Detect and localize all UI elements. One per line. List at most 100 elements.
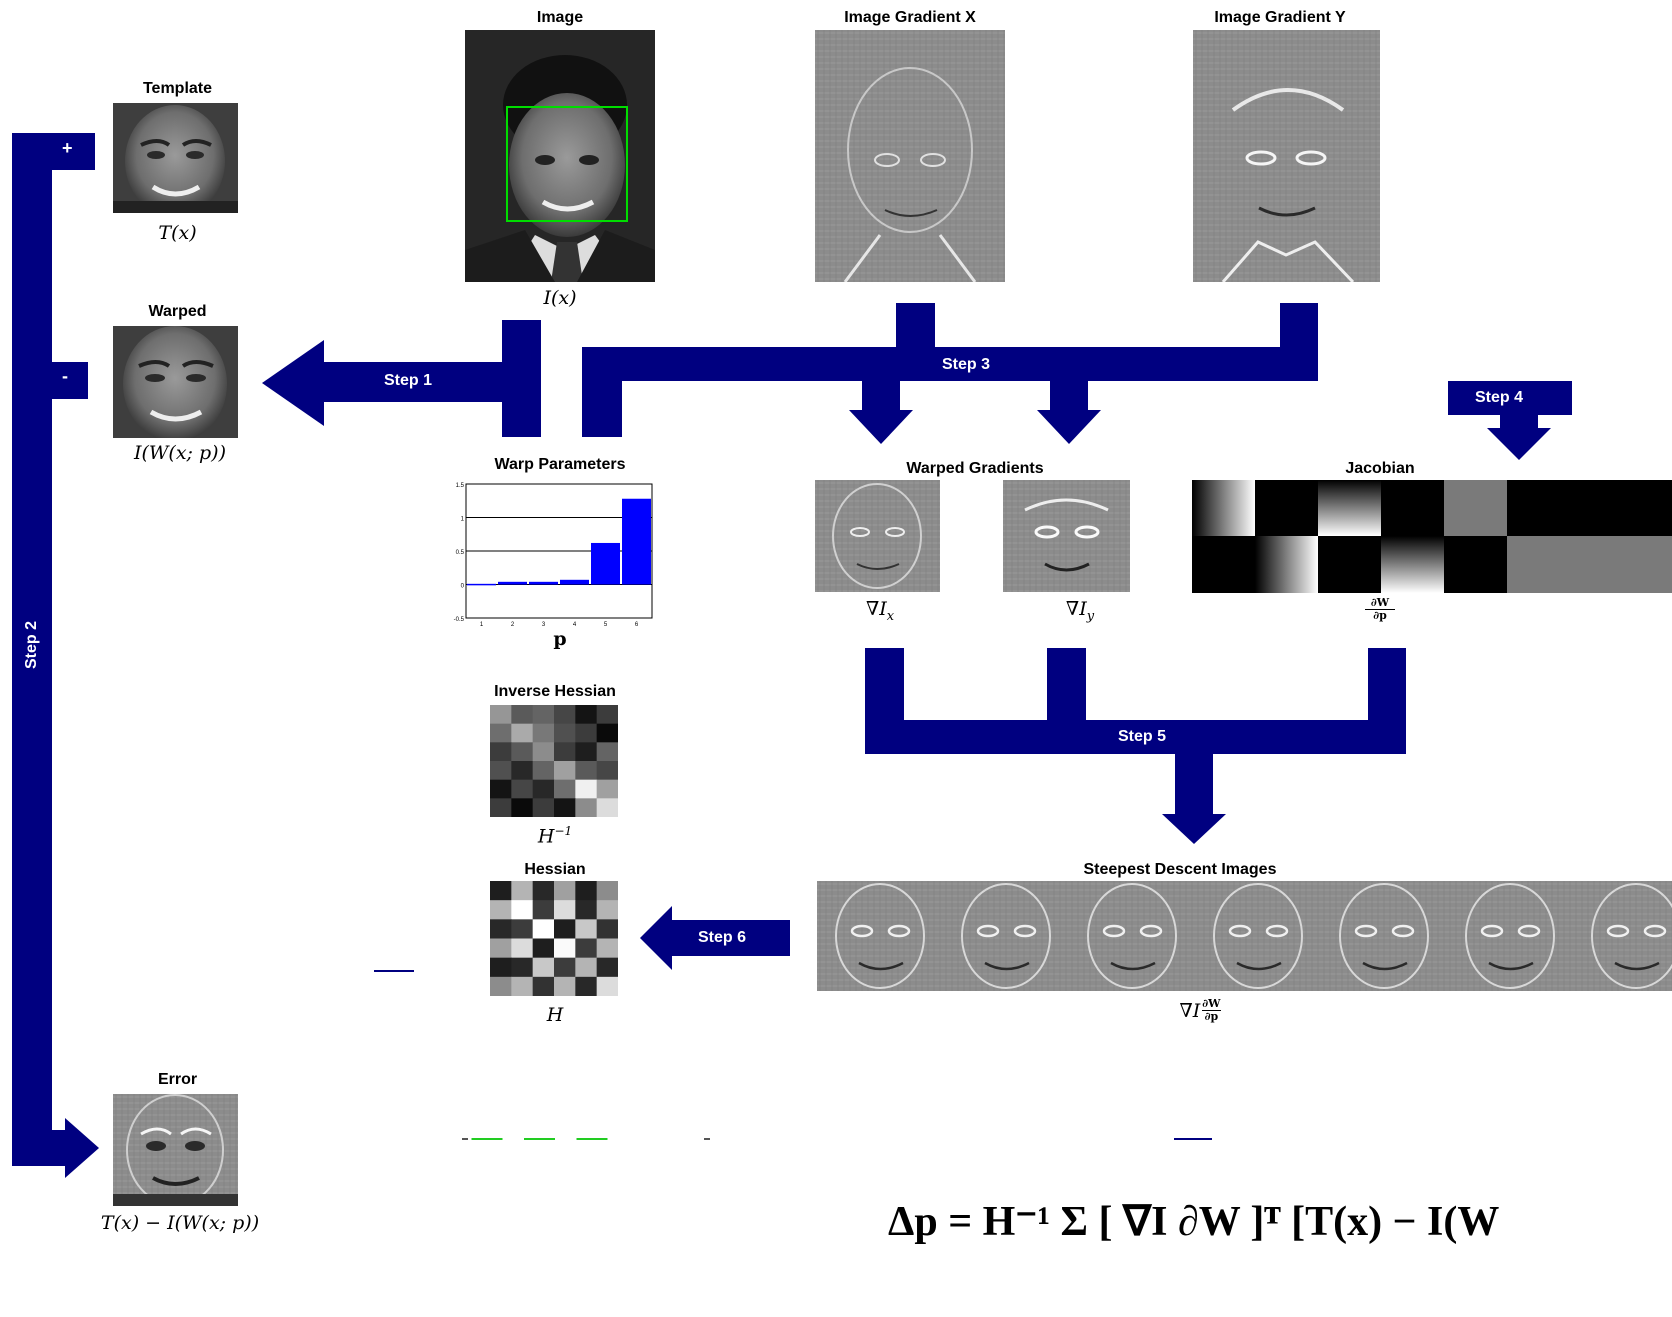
step1-arrow-head [262,340,324,426]
gradient-x-title: Image Gradient X [844,9,976,26]
inverse-hessian-cell [490,779,512,799]
chart-bar [591,542,620,585]
hessian-cell [532,938,555,959]
steepest-descent-tile [817,881,943,991]
chart-ytick-label: 0.5 [456,550,465,556]
step6-label: Step 6 [698,929,747,946]
template-image [113,103,238,213]
grad-x-math: ∇Ix [830,598,930,624]
step2-vertical-bar [12,133,52,1166]
tracking-box [506,106,628,222]
chart-ytick-label: 1 [461,517,465,523]
hessian-title: Hessian [524,861,586,878]
chart-bar [498,581,527,585]
inverse-hessian-cell [532,761,555,781]
inverse-hessian-cell [511,705,534,725]
template-title: Template [142,80,213,97]
inverse-hessian-cell [575,742,598,762]
step1-vertical-bar [502,320,541,437]
inverse-hessian-matrix [490,705,618,817]
steepest-descent-tile [943,881,1069,991]
step5-horizontal-bar [865,720,1406,754]
inverse-hessian-cell [532,798,555,817]
hessian-cell [511,938,534,959]
chart-bar [622,498,651,585]
inverse-hessian-cell [511,761,534,781]
hessian-cell [596,976,618,996]
inverse-hessian-cell [511,742,534,762]
minus-connector [12,362,88,399]
step3-left-leg [582,347,622,437]
step4-label: Step 4 [1475,389,1524,406]
hessian-cell [532,881,555,901]
step5-label: Step 5 [1118,728,1167,745]
steepest-descent-tile [1069,881,1195,991]
template-math: T(x) [158,222,197,244]
error-arrow-head [65,1118,99,1178]
hessian-cell [532,900,555,920]
inverse-hessian-cell [490,705,512,725]
step6-arrow-shaft [668,920,790,956]
step4-shaft [1500,412,1538,430]
grad-y-subscript: y [1086,608,1095,624]
step2-label: Step 2 [23,620,40,669]
hessian-cell [596,900,618,920]
image-math: I(x) [543,287,577,309]
hessian-cell [554,938,576,959]
inverse-hessian-cell [554,723,576,743]
hessian-cell [490,976,512,996]
warped-image [113,326,238,438]
steepest-descent-tile [1447,881,1573,991]
chart-xtick-label: 1 [480,622,484,628]
steepest-descent-tile [1573,881,1672,991]
chart-xtick-label: 6 [635,622,639,628]
big-formula: Δp = H⁻¹ Σ [ ∇I ∂W ]ᵀ [T(x) − I(W [888,1199,1500,1245]
input-image [465,30,655,282]
plus-sign: + [62,138,73,158]
error-arrow-shaft [12,1130,72,1166]
chart-bar [467,583,496,586]
jacobian-image [1192,480,1672,593]
inverse-hessian-cell [596,798,618,817]
step5-arrow-head [1162,814,1226,844]
inverse-hessian-cell [596,779,618,799]
grad-x-symbol: ∇I [865,598,887,620]
hessian-cell [575,881,598,901]
step4-bar [1448,381,1572,415]
step3-arrow-x-head [849,410,913,444]
hessian-cell [511,919,534,939]
p-math: p [553,628,567,650]
hessian-cell [532,957,555,978]
grad-y-math: ∇Iy [1030,598,1130,624]
warped-gradient-y-image [1003,480,1130,592]
chart-ytick-label: 1.5 [456,483,465,489]
inverse-hessian-cell [511,779,534,799]
hessian-cell [532,976,555,996]
hessian-matrix [490,881,618,996]
gradient-x-image [815,30,1005,282]
chart-xtick-label: 4 [573,622,577,628]
warped-math: I(W(x; p)) [133,442,226,464]
hessian-cell [532,919,555,939]
inverse-hessian-symbol: H [537,825,555,848]
inverse-hessian-cell [575,723,598,743]
hessian-cell [575,900,598,920]
inverse-hessian-cell [575,779,598,799]
inverse-hessian-math: H−1 [520,824,590,847]
inverse-hessian-cell [575,761,598,781]
hessian-cell [554,957,576,978]
hessian-cell [511,957,534,978]
hessian-cell [575,938,598,959]
step5-down-shaft [1175,754,1213,816]
warp-parameters-title: Warp Parameters [494,456,626,473]
hessian-cell [554,919,576,939]
inverse-hessian-cell [596,705,618,725]
hessian-cell [575,919,598,939]
sd-symbol: ∇I [1179,999,1201,1022]
inverse-hessian-cell [532,742,555,762]
step3-horizontal-bar [582,347,1318,381]
inverse-hessian-cell [554,798,576,817]
inverse-hessian-superscript: −1 [554,824,573,838]
inverse-hessian-cell [596,723,618,743]
